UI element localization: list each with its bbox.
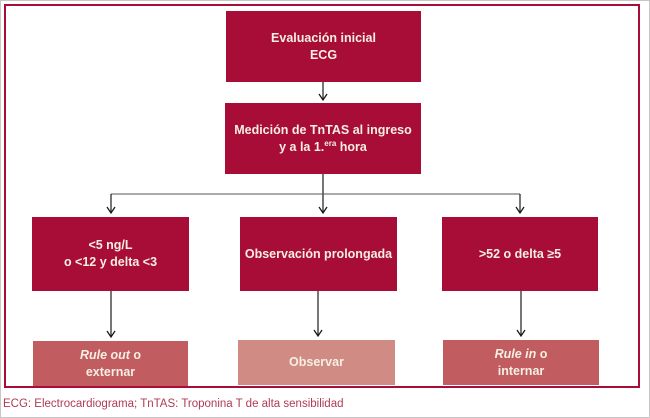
hour-text-post: hora bbox=[336, 139, 367, 154]
hour-superscript: era bbox=[324, 138, 337, 148]
branch-low-line1: <5 ng/L bbox=[88, 238, 133, 253]
branch-low-troponin-box: <5 ng/L o <12 y delta <3 bbox=[32, 217, 189, 291]
outcome-rule-out-box: Rule out o externar bbox=[33, 341, 188, 386]
outcome-rule-in-line1: Rule in o bbox=[495, 346, 548, 363]
branch-high-troponin-box: >52 o delta ≥5 bbox=[442, 217, 598, 291]
abbreviations-caption: ECG: Electrocardiograma; TnTAS: Troponin… bbox=[3, 398, 344, 410]
troponin-measurement-line1: Medición de TnTAS al ingreso bbox=[234, 122, 412, 137]
outcome-observe-line1: Observar bbox=[289, 355, 344, 370]
hour-text-pre: y a la 1. bbox=[279, 139, 325, 154]
troponin-measurement-line2: y a la 1.era hora bbox=[279, 139, 367, 156]
troponin-measurement-box: Medición de TnTAS al ingreso y a la 1.er… bbox=[225, 103, 421, 174]
branch-prolonged-observation-box: Observación prolongada bbox=[240, 217, 397, 291]
rule-out-italic: Rule out bbox=[79, 347, 130, 362]
outcome-rule-out-line1: Rule out o bbox=[80, 347, 141, 364]
rule-out-rest: o bbox=[129, 347, 142, 362]
diagram-frame bbox=[4, 4, 640, 388]
initial-evaluation-line2: ECG bbox=[309, 47, 338, 62]
branch-low-line2: o <12 y delta <3 bbox=[63, 255, 158, 269]
outcome-rule-out-line2: externar bbox=[85, 364, 136, 379]
outcome-rule-in-box: Rule in o internar bbox=[443, 340, 599, 385]
outcome-observe-box: Observar bbox=[238, 340, 395, 385]
initial-evaluation-line1: Evaluación inicial bbox=[271, 30, 376, 45]
branch-high-line1: >52 o delta ≥5 bbox=[478, 246, 562, 261]
initial-evaluation-box: Evaluación inicial ECG bbox=[226, 11, 421, 82]
outcome-rule-in-line2: internar bbox=[497, 363, 545, 378]
rule-in-rest: o bbox=[536, 346, 548, 361]
rule-in-italic: Rule in bbox=[494, 346, 537, 361]
branch-prolonged-line1: Observación prolongada bbox=[244, 246, 393, 261]
